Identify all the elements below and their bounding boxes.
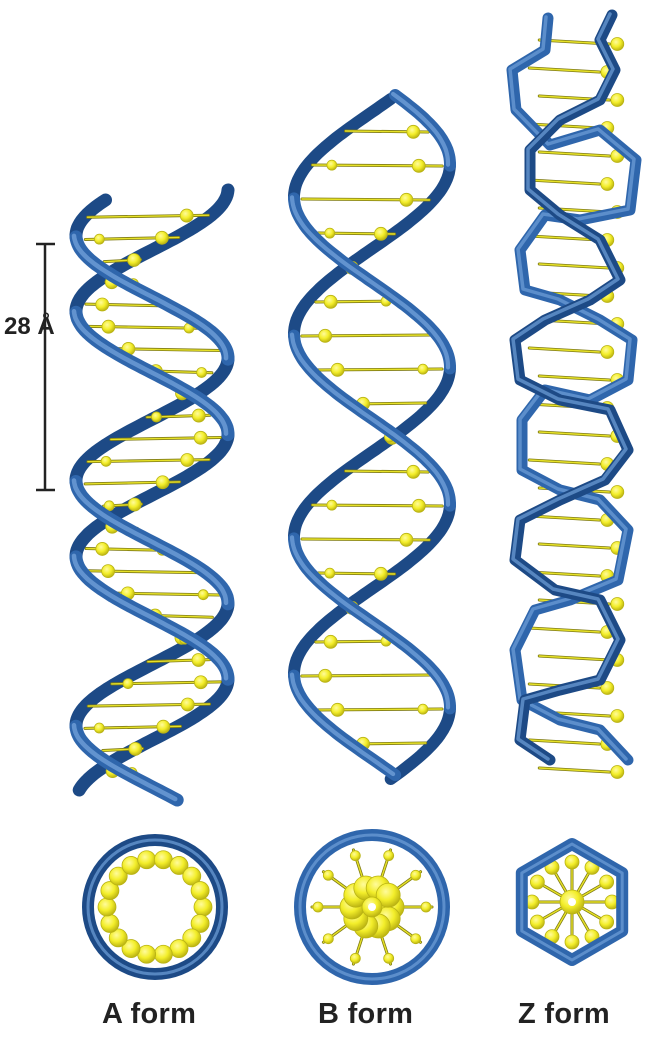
- base-ring: [611, 486, 624, 499]
- top-central-hole: [568, 898, 576, 906]
- base-ring: [325, 228, 335, 238]
- b-form-label: B form: [318, 998, 413, 1031]
- base-ring: [374, 227, 387, 240]
- top-base: [565, 935, 579, 949]
- base-ring: [374, 567, 387, 580]
- base-ring: [331, 363, 344, 376]
- backbone-strand-front: [294, 676, 395, 775]
- top-base: [138, 851, 156, 869]
- base-ring: [327, 160, 337, 170]
- base-ring: [407, 125, 420, 138]
- base-ring: [181, 454, 194, 467]
- base-ring: [101, 456, 111, 466]
- base-ring: [192, 654, 205, 667]
- base-ring: [180, 209, 193, 222]
- base-ring: [157, 720, 170, 733]
- top-base: [101, 914, 119, 932]
- base-ring: [319, 329, 332, 342]
- backbone-strand-front-highlight: [292, 537, 448, 707]
- z-form-label: Z form: [518, 998, 610, 1031]
- base-ring: [181, 698, 194, 711]
- base-ring: [324, 635, 337, 648]
- base-ring: [192, 409, 205, 422]
- backbone-strand-front-highlight: [292, 197, 448, 367]
- top-base: [154, 945, 172, 963]
- top-base: [530, 875, 544, 889]
- scale-bar: [36, 244, 55, 490]
- base-ring: [601, 178, 614, 191]
- a-form-label: A form: [102, 998, 196, 1031]
- base-ring: [412, 499, 425, 512]
- base-ring: [128, 498, 141, 511]
- base-ring: [102, 565, 115, 578]
- z-form-top-view: [522, 844, 622, 960]
- backbone-strand-back: [294, 99, 391, 198]
- base-ring: [611, 94, 624, 107]
- base-ring: [156, 476, 169, 489]
- base-ring: [128, 254, 141, 267]
- base-ring: [102, 320, 115, 333]
- base-ring: [412, 159, 425, 172]
- base-ring: [400, 193, 413, 206]
- top-base: [421, 902, 431, 912]
- backbone-strand-back: [294, 506, 450, 676]
- top-base: [384, 953, 394, 963]
- base-ring: [197, 367, 207, 377]
- base-ring: [198, 590, 208, 600]
- scale-bar-label: 28 Å: [4, 313, 55, 341]
- a-form-top-view: [88, 840, 222, 974]
- top-base: [191, 882, 209, 900]
- top-base: [600, 915, 614, 929]
- base-ring: [400, 533, 413, 546]
- a-form-helix: [74, 190, 228, 800]
- top-base: [530, 915, 544, 929]
- top-base: [411, 870, 421, 880]
- top-base: [411, 934, 421, 944]
- base-ring: [123, 679, 133, 689]
- base-ring: [129, 742, 142, 755]
- base-ring: [601, 346, 614, 359]
- top-base: [600, 875, 614, 889]
- top-base: [313, 902, 323, 912]
- b-form-helix: [292, 94, 450, 779]
- base-ring: [155, 231, 168, 244]
- base-ring: [194, 676, 207, 689]
- base-ring: [327, 500, 337, 510]
- base-ring: [319, 669, 332, 682]
- top-base: [98, 898, 116, 916]
- z-form-helix: [510, 14, 636, 779]
- top-base: [350, 851, 360, 861]
- base-ring: [194, 431, 207, 444]
- base-ring: [96, 542, 109, 555]
- base-ring: [611, 598, 624, 611]
- base-ring: [96, 298, 109, 311]
- base-ring: [611, 710, 624, 723]
- base-ring: [324, 295, 337, 308]
- top-base: [384, 851, 394, 861]
- base-ring: [418, 704, 428, 714]
- top-base: [194, 898, 212, 916]
- base-ring: [611, 38, 624, 51]
- base-ring: [325, 568, 335, 578]
- base-ring: [331, 703, 344, 716]
- top-base: [323, 934, 333, 944]
- base-ring: [94, 723, 104, 733]
- base-ring: [407, 465, 420, 478]
- top-base: [350, 953, 360, 963]
- b-form-top-view: [300, 835, 444, 979]
- top-central-hole: [368, 903, 376, 911]
- base-ring: [94, 234, 104, 244]
- base-ring: [418, 364, 428, 374]
- base-ring: [611, 766, 624, 779]
- top-central-hole: [125, 877, 185, 937]
- top-base: [323, 870, 333, 880]
- base-ring: [151, 412, 161, 422]
- top-base: [565, 855, 579, 869]
- backbone-strand-back: [294, 166, 450, 336]
